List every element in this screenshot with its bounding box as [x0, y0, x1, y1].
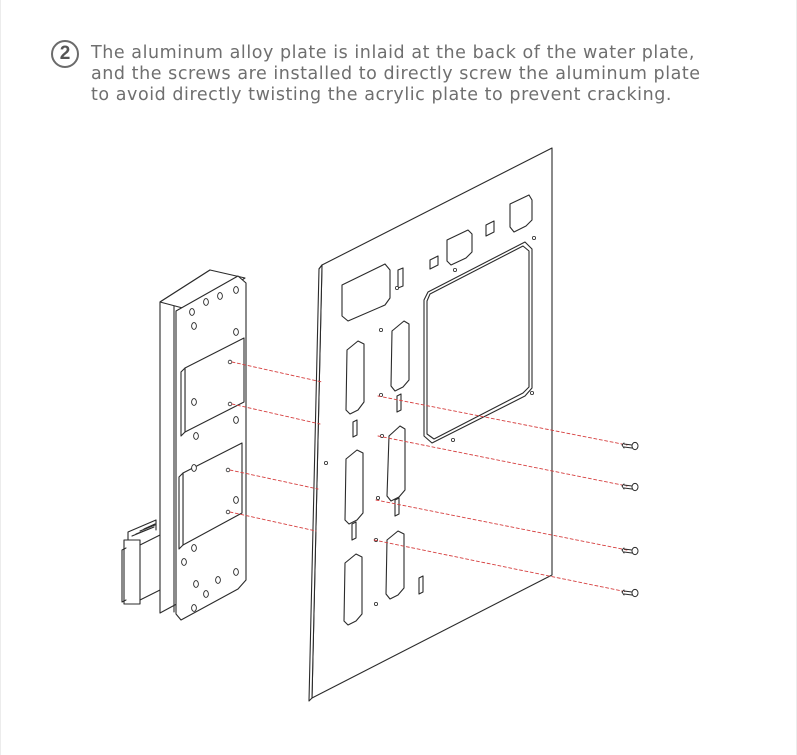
acrylic-mounting-panel — [308, 147, 553, 702]
mounting-screws — [621, 441, 639, 598]
block-holes — [181, 286, 239, 612]
mounting-screw — [621, 441, 639, 451]
caption-line-3: to avoid directly twisting the acrylic p… — [91, 85, 673, 105]
mounting-screw — [621, 546, 639, 556]
large-square-cutout — [423, 241, 533, 444]
assembly-guide-lines — [229, 361, 628, 593]
fitting-connector — [121, 519, 161, 605]
step-number: 2 — [59, 43, 71, 64]
mounting-screw — [621, 482, 639, 492]
caption-line-1: The aluminum alloy plate is inlaid at th… — [91, 43, 695, 63]
step-number-badge: 2 — [51, 40, 79, 68]
step-caption: The aluminum alloy plate is inlaid at th… — [91, 43, 731, 106]
water-plate-block — [121, 269, 247, 621]
mounting-screw — [621, 588, 639, 598]
caption-line-2: and the screws are installed to directly… — [91, 64, 701, 84]
